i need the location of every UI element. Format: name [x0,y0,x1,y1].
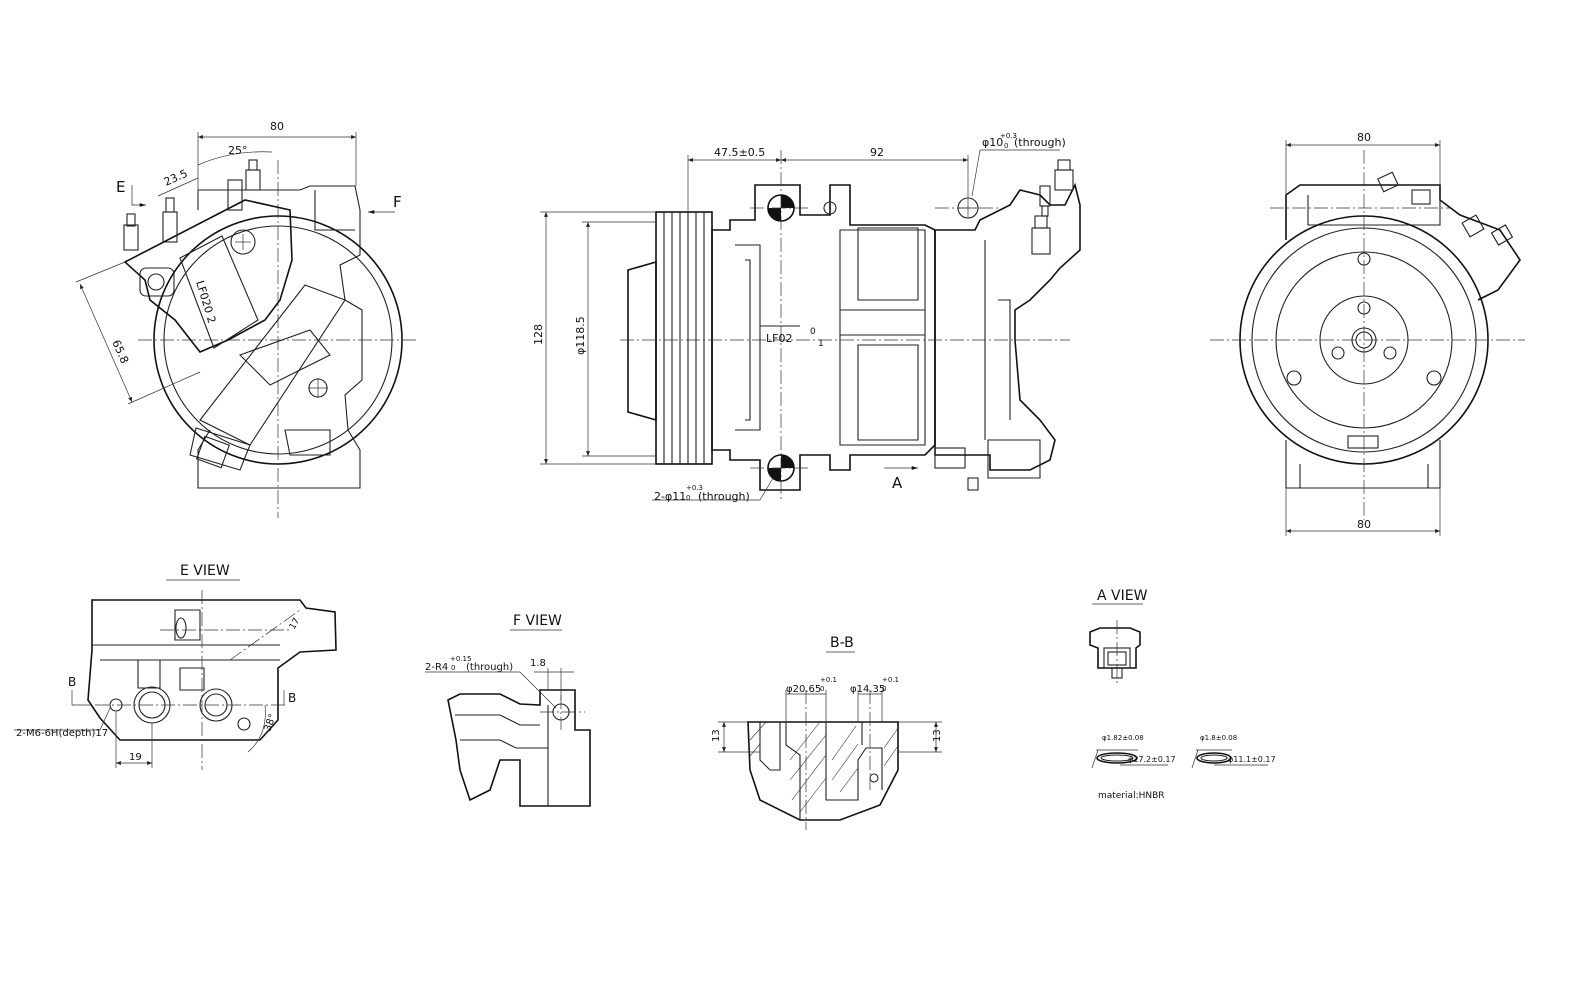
oring2-inner: φ11.1±0.17 [1228,755,1276,764]
center-span-dim: 92 [870,146,884,159]
f-view-title: F VIEW [513,613,562,629]
hole-dim-symbol: φ10 [982,136,1003,149]
bb-dia1: φ20.65 [786,684,821,695]
bottom-hole-note: (through) [698,490,750,503]
center-height-dim: 128 [532,324,545,345]
bb-dia2: φ14.35 [850,684,885,695]
bb-right-dim: 13 [932,729,943,742]
marker-b-right: B [288,691,296,705]
a-view: A VIEW [1089,588,1148,685]
bottom-hole-prefix: 2-φ11 [654,490,686,503]
material-note: material:HNBR [1098,791,1165,801]
marker-e: E [116,178,125,196]
f-radius-base: 0 [451,664,455,672]
oring1-inner: φ17.2±0.17 [1128,755,1176,764]
bb-left-dim: 13 [711,729,722,742]
a-view-title: A VIEW [1097,588,1148,604]
hole-dim-tol: +0.3 [1000,132,1017,140]
e-angle-dim: 38° [262,713,278,733]
bb-dia2-tol: +0.1 [882,676,899,684]
left-view: LF020 2 80 25° 23.5 65.8 E F [75,120,418,518]
f-view: F VIEW 1.8 2-R4 +0.15 0 (through) [425,613,591,807]
center-part-label: LF02 [766,332,792,345]
marker-f: F [393,193,402,211]
left-angle-dim: 25° [228,144,248,157]
left-width-dim: 80 [270,120,284,133]
right-bottom-dim: 80 [1357,518,1371,531]
e-top-dim: 17 [288,617,302,632]
right-top-dim: 80 [1357,131,1371,144]
center-part-sup: 0 [810,327,816,337]
bottom-hole-tol: +0.3 [686,484,703,492]
orings: φ1.82±0.08 φ17.2±0.17 φ1.8±0.08 φ11.1±0.… [1091,734,1276,801]
left-offset-dim: 23.5 [162,167,190,189]
center-view: LF02 0 1 47.5±0.5 92 φ10 +0.3 0 (through… [532,132,1081,503]
f-offset-dim: 1.8 [530,658,546,669]
hole-dim-base: 0 [1004,142,1008,150]
left-diag-dim: 65.8 [109,338,131,366]
bb-view-title: B-B [830,635,854,651]
marker-b-left: B [68,675,76,689]
e-spacing-dim: 19 [129,752,142,763]
bb-dia1-tol: +0.1 [820,676,837,684]
right-view: 80 80 [1210,131,1525,536]
hole-dim-note: (through) [1014,136,1066,149]
center-offset-dim: 47.5±0.5 [714,146,765,159]
center-part-sub: 1 [818,339,824,349]
oring2-cross-section: φ1.8±0.08 [1200,734,1237,742]
f-radius-tol: +0.15 [450,655,471,663]
bb-section: B-B φ20.65 +0.1 0 [711,635,943,830]
f-radius-prefix: 2-R4 [425,662,448,673]
e-view: E VIEW B B 19 2-M6-6H(depth)17 38° 1 [14,563,337,770]
f-radius-note: (through) [466,662,513,673]
e-view-title: E VIEW [180,563,230,579]
bb-dia1-base: 0 [820,685,824,693]
bb-dia2-base: 0 [882,685,886,693]
center-pulley-dim: φ118.5 [574,316,587,355]
bottom-hole-base: 0 [686,494,690,502]
marker-a: A [892,474,903,492]
oring1-cross-section: φ1.82±0.08 [1102,734,1144,742]
e-tap-dim: 2-M6-6H(depth)17 [16,728,108,739]
